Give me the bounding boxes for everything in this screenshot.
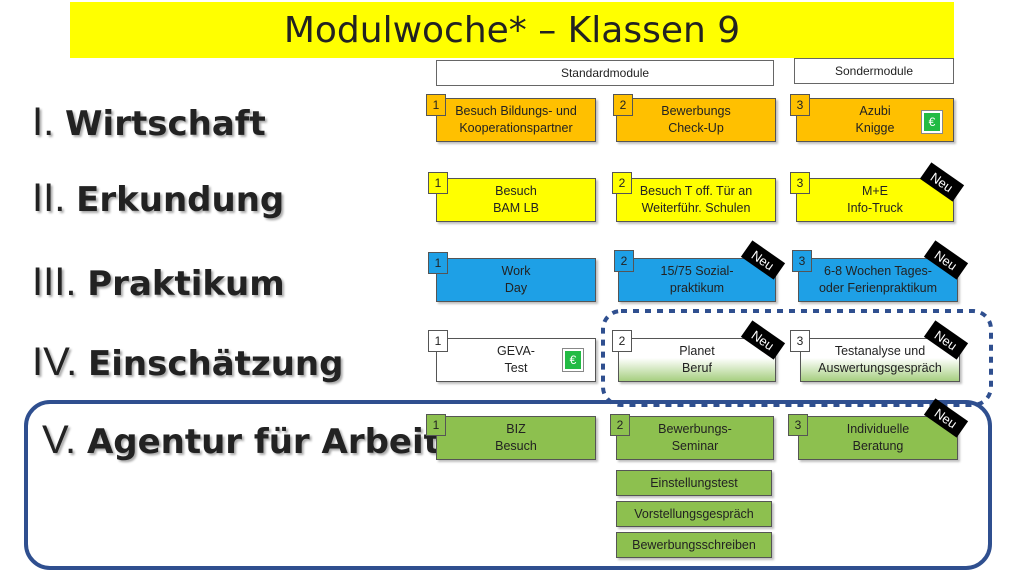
row-number: IV. xyxy=(32,340,78,384)
module-line: Test xyxy=(504,361,528,375)
subitem-einstellungstest: Einstellungstest xyxy=(616,470,772,496)
module-box: Bewerbungs- Seminar xyxy=(616,416,774,460)
module-line: Bewerbungs xyxy=(661,104,731,118)
row-label-wirtschaft: I. Wirtschaft xyxy=(32,100,266,145)
row-number: I. xyxy=(32,100,55,144)
module-line: Kooperationspartner xyxy=(459,121,573,135)
module-box: M+E Info-Truck xyxy=(796,178,954,222)
module-line: Bewerbungs- xyxy=(658,422,732,436)
module-box: BIZ Besuch xyxy=(436,416,596,460)
module-line: BIZ xyxy=(506,422,526,436)
row-number: II. xyxy=(32,176,66,220)
module-number: 1 xyxy=(428,172,448,194)
row-number: III. xyxy=(32,260,77,304)
module-number: 2 xyxy=(613,94,633,116)
module-line: 6-8 Wochen Tages- xyxy=(824,264,932,278)
module-line: Beruf xyxy=(682,361,712,375)
module-number: 3 xyxy=(790,172,810,194)
module-line: Besuch xyxy=(495,184,537,198)
module-line: M+E xyxy=(861,184,889,198)
module-number: 3 xyxy=(790,330,810,352)
euro-badge: € xyxy=(921,110,943,134)
module-line: Check-Up xyxy=(668,121,724,135)
module-line: Besuch T off. Tür an xyxy=(639,184,753,198)
module-line: Planet xyxy=(679,344,715,358)
row-label-agentur: V. Agentur für Arbeit xyxy=(42,418,440,463)
module-line: Knigge xyxy=(855,121,895,135)
module-line: Besuch xyxy=(495,439,537,453)
module-line: praktikum xyxy=(669,281,725,295)
module-number: 3 xyxy=(792,250,812,272)
title-bar xyxy=(70,2,954,58)
row-title: Einschätzung xyxy=(88,344,344,384)
row-title: Agentur für Arbeit xyxy=(86,422,440,462)
module-line: BAM LB xyxy=(493,201,539,215)
module-line: oder Ferienpraktikum xyxy=(818,281,938,295)
module-number: 1 xyxy=(426,94,446,116)
header-standardmodule: Standardmodule xyxy=(436,60,774,86)
module-line: Info-Truck xyxy=(847,201,903,215)
module-number: 3 xyxy=(788,414,808,436)
subitem-vorstellungsgespraech: Vorstellungsgespräch xyxy=(616,501,772,527)
row-title: Erkundung xyxy=(76,180,285,220)
module-number: 2 xyxy=(610,414,630,436)
module-number: 1 xyxy=(426,414,446,436)
module-box: Besuch T off. Tür an Weiterführ. Schulen xyxy=(616,178,776,222)
module-number: 2 xyxy=(614,250,634,272)
module-line: Testanalyse und xyxy=(834,344,926,358)
module-line: 15/75 Sozial- xyxy=(660,264,734,278)
subitem-bewerbungsschreiben: Bewerbungsschreiben xyxy=(616,532,772,558)
row-title: Praktikum xyxy=(87,264,285,304)
module-number: 1 xyxy=(428,330,448,352)
header-sondermodule: Sondermodule xyxy=(794,58,954,84)
agentur-frame xyxy=(24,400,992,570)
module-line: Day xyxy=(504,281,528,295)
module-number: 2 xyxy=(612,330,632,352)
module-line: Work xyxy=(501,264,531,278)
module-line: Seminar xyxy=(671,439,719,453)
row-label-praktikum: III. Praktikum xyxy=(32,260,285,305)
page-title: Modulwoche* – Klassen 9 xyxy=(283,9,741,51)
module-line: Weiterführ. Schulen xyxy=(641,201,751,215)
module-line: Azubi xyxy=(859,104,891,118)
module-line: Auswertungsgespräch xyxy=(818,361,942,375)
module-box: 15/75 Sozial-praktikum xyxy=(618,258,776,302)
module-line: Individuelle xyxy=(846,422,910,436)
module-number: 3 xyxy=(790,94,810,116)
euro-badge: € xyxy=(562,348,584,372)
dotted-frame xyxy=(601,309,993,407)
module-line: GEVA- xyxy=(497,344,535,358)
module-number: 2 xyxy=(612,172,632,194)
row-title: Wirtschaft xyxy=(65,104,266,144)
module-box: 6-8 Wochen Tages-oder Ferienpraktikum xyxy=(798,258,958,302)
module-number: 1 xyxy=(428,252,448,274)
row-label-einschaetzung: IV. Einschätzung xyxy=(32,340,343,385)
module-line: Beratung xyxy=(852,439,904,453)
module-line: Besuch Bildungs- und xyxy=(455,104,577,118)
row-label-erkundung: II. Erkundung xyxy=(32,176,284,221)
